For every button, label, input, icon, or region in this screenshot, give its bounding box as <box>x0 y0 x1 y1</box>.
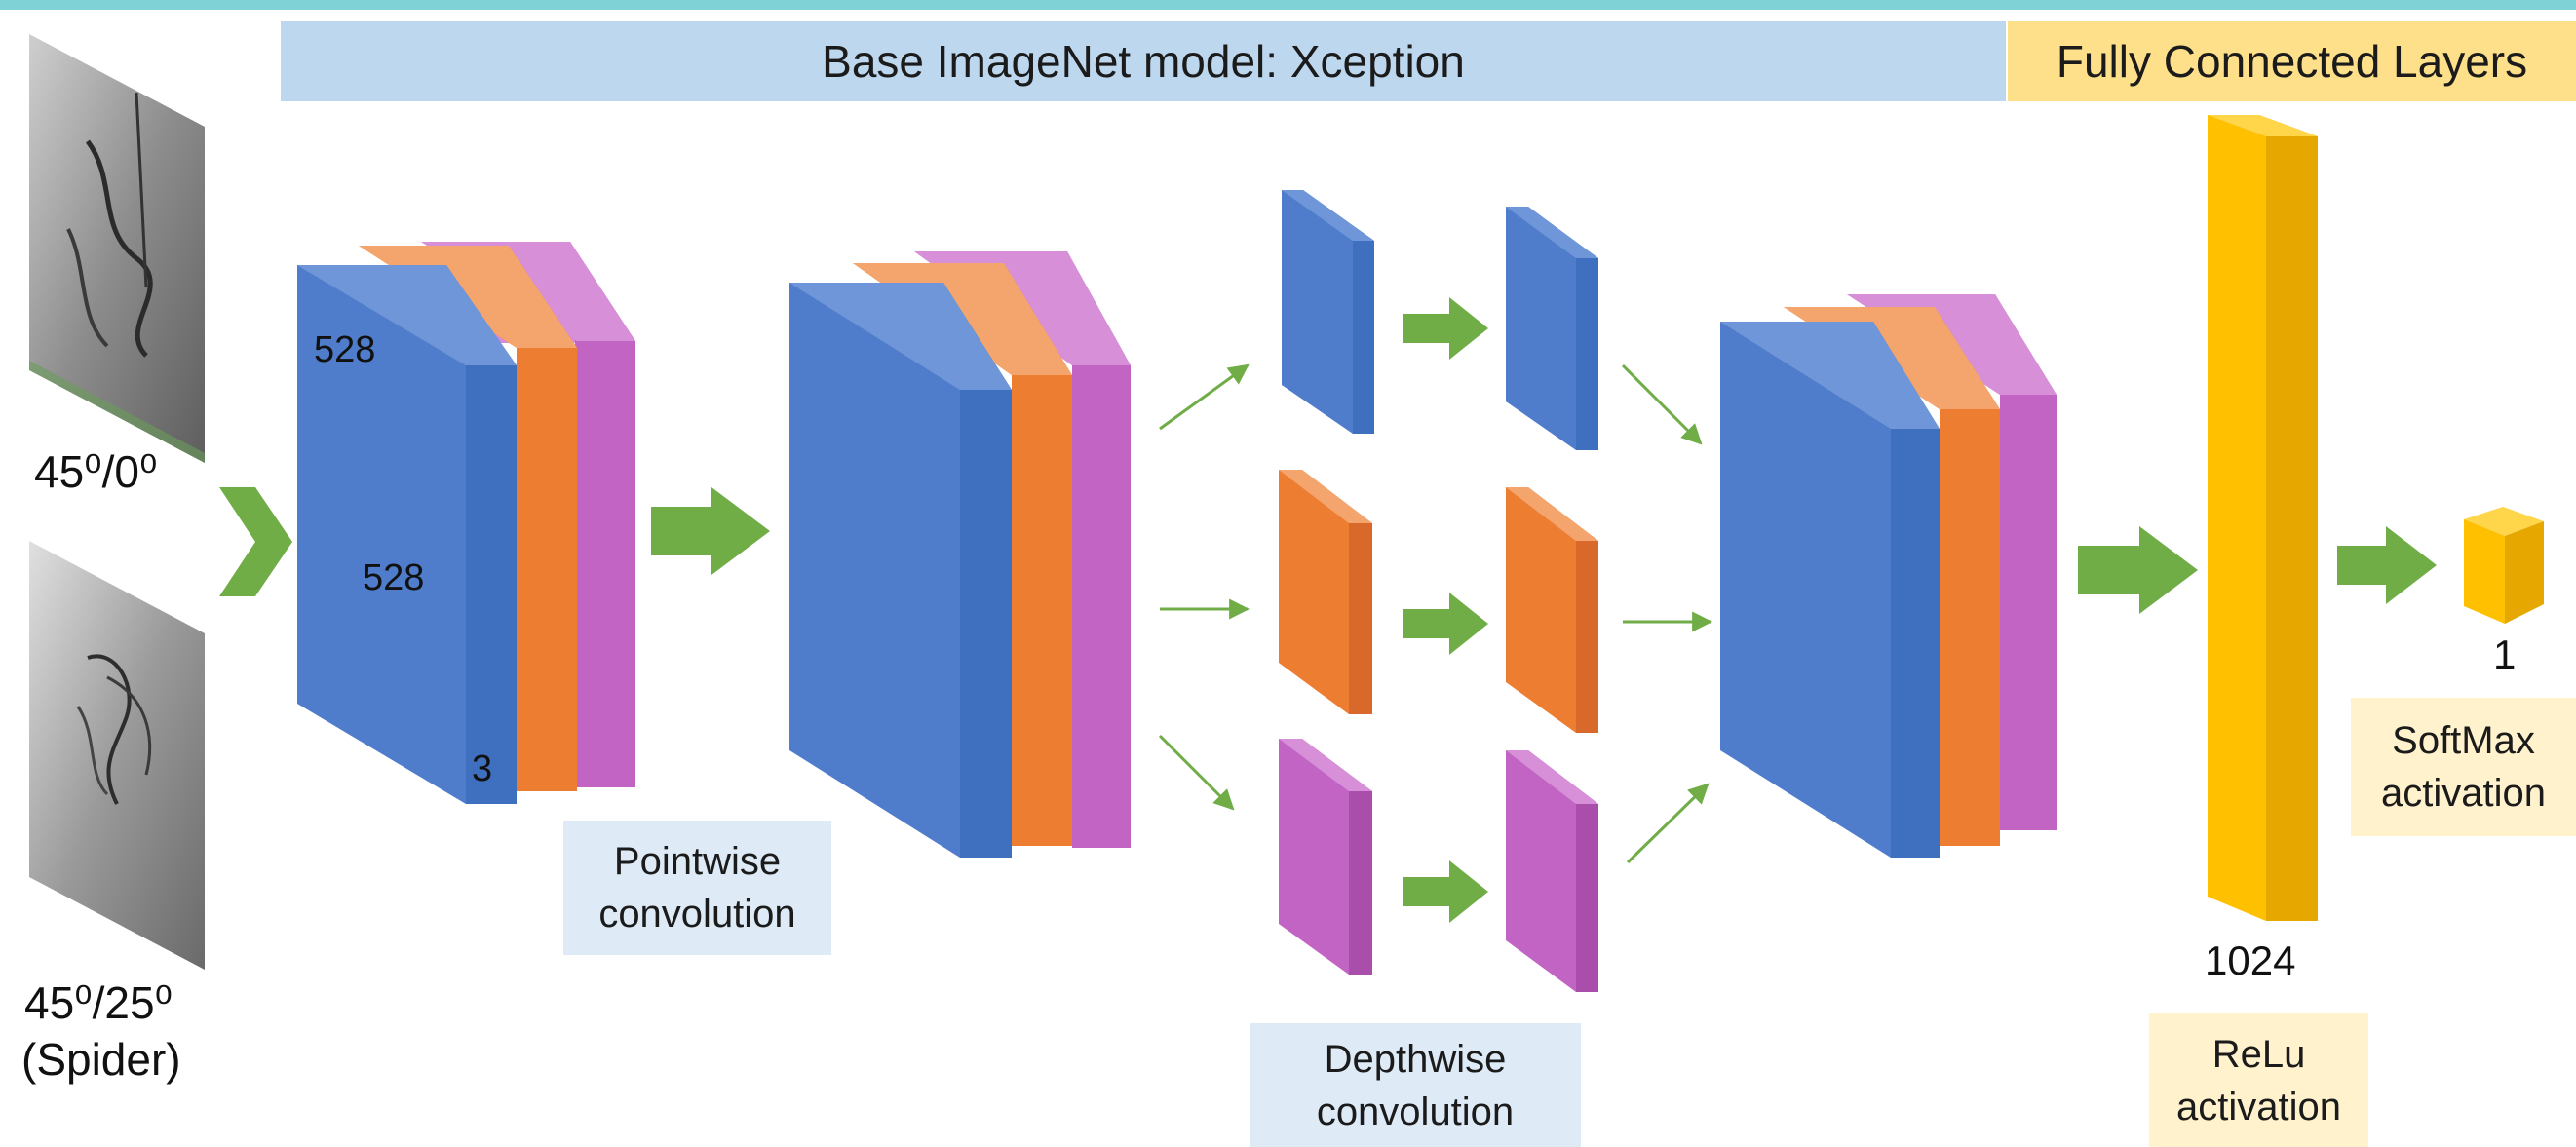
to-output-arrow <box>2337 526 2437 604</box>
softmax-activation-label: SoftMax activation <box>2351 698 2576 836</box>
pointwise-convolution-label: Pointwise convolution <box>563 821 831 955</box>
pointwise-output-block <box>789 251 1131 858</box>
relu-line1: ReLu <box>2211 1032 2306 1076</box>
depthwise-blue-1 <box>1282 190 1374 434</box>
fanout-arrow-top <box>1159 363 1250 431</box>
softmax-line1: SoftMax <box>2392 719 2535 762</box>
softmax-line2: activation <box>2381 772 2546 815</box>
fanin-arrow-top <box>1621 363 1703 445</box>
to-dense-arrow <box>2078 526 2198 614</box>
input-width-dim: 528 <box>363 557 425 598</box>
depthwise-line2: convolution <box>1316 1090 1515 1133</box>
input-label-top: 45⁰/0⁰ <box>34 446 158 497</box>
xray-image-top <box>29 34 205 463</box>
depthwise-arrow-middle <box>1403 593 1488 655</box>
depthwise-arrow-top <box>1403 297 1488 360</box>
base-model-banner: Base ImageNet model: Xception <box>281 21 2006 101</box>
input-label-bottom-line1: 45⁰/25⁰ <box>24 977 173 1028</box>
input-chevron-arrow <box>219 487 292 596</box>
fanin-arrow-bottom <box>1626 783 1710 864</box>
input-label-bottom-line2: (Spider) <box>21 1034 181 1085</box>
xray-image-bottom <box>29 541 205 970</box>
depthwise-orange-2 <box>1506 487 1598 733</box>
depthwise-arrow-bottom <box>1403 860 1488 923</box>
output-cube <box>2464 507 2544 624</box>
input-height-dim: 528 <box>314 329 376 370</box>
input-block <box>297 242 635 804</box>
dense-layer-bar <box>2208 115 2318 921</box>
depthwise-line1: Depthwise <box>1324 1037 1507 1081</box>
input-channels-dim: 3 <box>472 748 493 789</box>
top-accent-bar <box>0 0 2576 10</box>
depthwise-convolution-label: Depthwise convolution <box>1250 1023 1581 1147</box>
pointwise-arrow <box>651 487 770 575</box>
separable-output-block <box>1720 294 2057 858</box>
depthwise-magenta-2 <box>1506 750 1598 992</box>
depthwise-blue-2 <box>1506 207 1598 450</box>
depthwise-orange-1 <box>1279 470 1372 714</box>
depthwise-magenta-1 <box>1279 739 1372 975</box>
relu-activation-label: ReLu activation <box>2149 1013 2368 1147</box>
pointwise-line2: convolution <box>598 893 796 936</box>
pointwise-line1: Pointwise <box>613 840 782 883</box>
dense-units-label: 1024 <box>2205 937 2296 983</box>
fully-connected-banner: Fully Connected Layers <box>2008 21 2576 101</box>
fanout-arrow-bottom <box>1158 734 1235 811</box>
relu-line2: activation <box>2176 1085 2341 1128</box>
output-units-label: 1 <box>2493 631 2517 677</box>
